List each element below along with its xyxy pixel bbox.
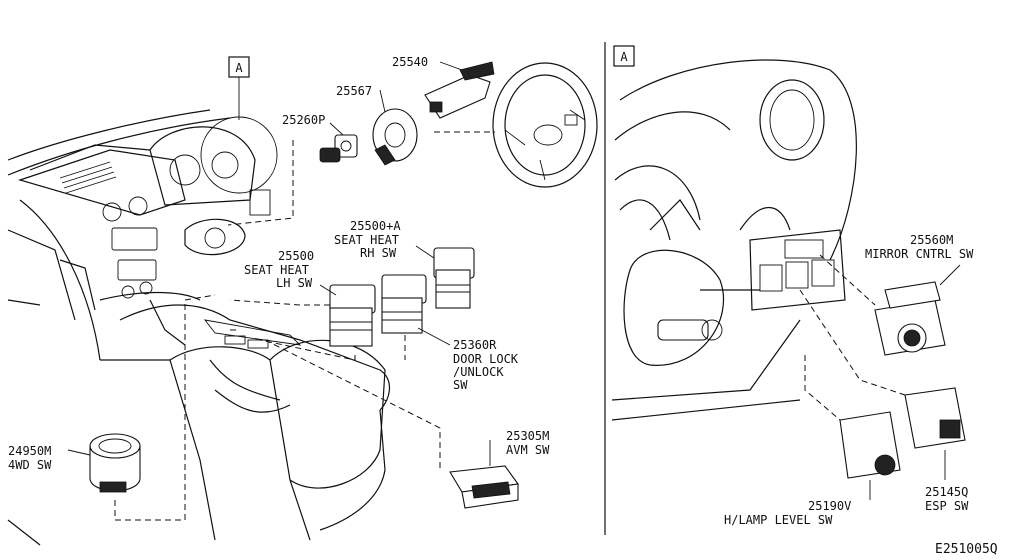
dashboard-overview <box>7 109 390 546</box>
svg-text:SEAT HEAT: SEAT HEAT <box>244 263 309 277</box>
svg-text:25500+A: 25500+A <box>350 219 401 233</box>
svg-text:LH SW: LH SW <box>276 276 313 290</box>
view-a-detail: A <box>611 45 857 421</box>
svg-text:25305M: 25305M <box>506 429 549 443</box>
part-25190v-hlamp-level-sw: 25190V H/LAMP LEVEL SW <box>724 411 901 527</box>
svg-text:RH SW: RH SW <box>360 246 397 260</box>
part-25145q-esp-sw: 25145Q ESP SW <box>904 387 969 513</box>
svg-text:25260P: 25260P <box>282 113 325 127</box>
svg-text:25145Q: 25145Q <box>925 485 968 499</box>
view-a-marker: A <box>200 56 278 194</box>
svg-text:SEAT HEAT: SEAT HEAT <box>334 233 399 247</box>
svg-text:A: A <box>235 61 243 75</box>
svg-text:DOOR LOCK: DOOR LOCK <box>453 352 519 366</box>
svg-text:H/LAMP LEVEL SW: H/LAMP LEVEL SW <box>724 513 833 527</box>
part-25360r-door-lock-sw: 25360R DOOR LOCK /UNLOCK SW <box>381 274 519 392</box>
part-25540-combination-switch: 25540 <box>392 55 495 119</box>
svg-text:/UNLOCK: /UNLOCK <box>453 365 504 379</box>
steering-wheel <box>492 62 598 188</box>
svg-text:A: A <box>620 50 628 64</box>
part-25567-spiral-cable: 25567 <box>336 84 418 166</box>
svg-text:25190V: 25190V <box>808 499 851 513</box>
svg-text:4WD SW: 4WD SW <box>8 458 52 472</box>
svg-text:ESP SW: ESP SW <box>925 499 969 513</box>
part-25260p-switch: 25260P <box>282 113 358 163</box>
svg-text:25567: 25567 <box>336 84 372 98</box>
svg-text:AVM SW: AVM SW <box>506 443 550 457</box>
svg-text:25500: 25500 <box>278 249 314 263</box>
svg-text:24950M: 24950M <box>8 444 51 458</box>
defrost-vent-grill <box>59 161 117 194</box>
part-24950m-4wd-sw: 24950M 4WD SW <box>8 433 141 493</box>
svg-text:25560M: 25560M <box>910 233 953 247</box>
svg-text:MIRROR CNTRL SW: MIRROR CNTRL SW <box>865 247 974 261</box>
part-25560m-mirror-cntrl-sw: 25560M MIRROR CNTRL SW <box>865 233 974 356</box>
diagram-id: E251005Q <box>935 542 998 557</box>
svg-text:25360R: 25360R <box>453 338 497 352</box>
part-25500a-seat-heat-rh-sw: 25500+A SEAT HEAT RH SW <box>334 219 475 309</box>
part-25500-seat-heat-lh-sw: 25500 SEAT HEAT LH SW <box>244 249 376 347</box>
svg-text:25540: 25540 <box>392 55 428 69</box>
part-25305m-avm-sw: 25305M AVM SW <box>449 429 550 509</box>
svg-text:SW: SW <box>453 378 468 392</box>
